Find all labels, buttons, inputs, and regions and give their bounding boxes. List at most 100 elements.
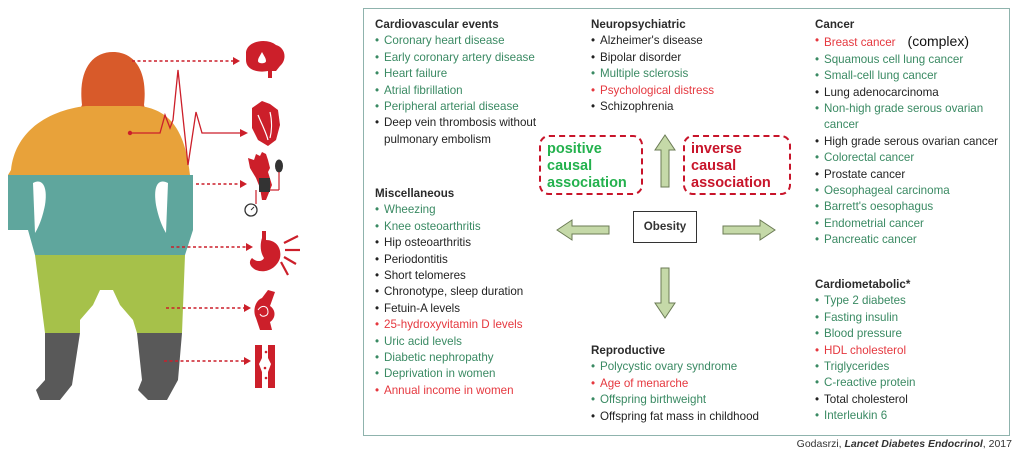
citation: Godasrzi, Lancet Diabetes Endocrinol, 20… <box>797 438 1012 450</box>
outcome-label: Psychological distress <box>600 83 715 97</box>
legend-line: causal <box>691 158 737 174</box>
outcome-item-positive: Small-cell lung cancer <box>815 68 1010 85</box>
legend-line: association <box>547 175 627 191</box>
outcome-label: Endometrial cancer <box>824 216 924 230</box>
outcome-item-none: High grade serous ovarian cancer <box>815 134 1010 151</box>
outcome-item-positive: Heart failure <box>375 66 560 83</box>
outcome-label: Uric acid levels <box>384 334 462 348</box>
outcome-item-positive: Polycystic ovary syndrome <box>591 359 791 376</box>
outcome-item-positive: Interleukin 6 <box>815 408 1005 425</box>
outcome-label: Bipolar disorder <box>600 50 682 64</box>
legend-line: association <box>691 175 771 191</box>
outcome-item-inverse: Annual income in women <box>375 383 565 400</box>
citation-author: Godasrzi, <box>796 438 845 450</box>
outcome-item-positive: Pancreatic cancer <box>815 232 1010 249</box>
outcome-item-inverse: Age of menarche <box>591 376 791 393</box>
outcome-item-positive: Squamous cell lung cancer <box>815 52 1010 69</box>
group-title: Miscellaneous <box>375 187 455 200</box>
outcome-label: Chronotype, sleep duration <box>384 285 524 299</box>
legend-inverse-association: inverse causal association <box>683 135 791 195</box>
group-title: Cancer <box>815 18 855 31</box>
outcome-label: Offspring fat mass in childhood <box>600 409 759 423</box>
outcome-item-positive: Wheezing <box>375 202 565 219</box>
legend-line: inverse <box>691 141 742 157</box>
outcome-item-none: Offspring fat mass in childhood <box>591 409 791 426</box>
outcome-item-none: Total cholesterol <box>815 392 1005 409</box>
outcome-item-none: Deep vein thrombosis without pulmonary e… <box>375 115 560 148</box>
outcome-label: Type 2 diabetes <box>824 294 906 308</box>
blood-pressure-icon <box>244 152 283 217</box>
group-cardiometabolic: Cardiometabolic* Type 2 diabetesFasting … <box>815 277 1005 425</box>
outcome-label: Small-cell lung cancer <box>824 69 938 83</box>
complex-note: (complex) <box>907 33 969 50</box>
outcome-label: 25-hydroxyvitamin D levels <box>384 318 523 332</box>
group-reproductive: Reproductive Polycystic ovary syndromeAg… <box>591 343 791 425</box>
outcome-item-positive: Uric acid levels <box>375 334 565 351</box>
outcome-label: Non-high grade serous ovarian cancer <box>824 102 984 132</box>
outcome-item-none: Fetuin-A levels <box>375 301 565 318</box>
obesity-center-box: Obesity <box>633 211 697 243</box>
group-miscellaneous: Miscellaneous WheezingKnee osteoarthriti… <box>375 186 565 400</box>
outcome-label: Offspring birthweight <box>600 393 707 407</box>
body-thighs <box>35 255 185 333</box>
body-torso <box>8 106 193 175</box>
outcome-label: Coronary heart disease <box>384 34 505 48</box>
outcome-item-none: Short telomeres <box>375 268 565 285</box>
arrow-left-icon <box>556 219 610 241</box>
outcome-item-none: Schizophrenia <box>591 99 791 116</box>
outcome-item-positive: Offspring birthweight <box>591 392 791 409</box>
group-title: Cardiometabolic* <box>815 278 911 291</box>
outcome-label: Knee osteoarthritis <box>384 219 481 233</box>
outcome-item-inverse: Psychological distress <box>591 83 791 100</box>
outcome-label: Fasting insulin <box>824 310 899 324</box>
outcome-item-positive: Type 2 diabetes <box>815 293 1005 310</box>
outcome-item-positive: Barrett's oesophagus <box>815 199 1010 216</box>
outcome-label: High grade serous ovarian cancer <box>824 134 999 148</box>
obesity-body-illustration <box>8 40 300 400</box>
outcome-label: Oesophageal carcinoma <box>824 184 950 198</box>
outcome-label: Breast cancer <box>824 36 896 50</box>
knee-joint-icon <box>254 290 275 330</box>
outcome-item-positive: Multiple sclerosis <box>591 66 791 83</box>
group-cardiovascular: Cardiovascular events Coronary heart dis… <box>375 17 560 148</box>
outcome-label: Triglycerides <box>824 360 890 374</box>
body-belly <box>8 175 193 255</box>
outcome-item-inverse: Breast cancer (complex) <box>815 33 1010 51</box>
outcome-label: Lung adenocarcinoma <box>824 85 939 99</box>
outcome-item-positive: Knee osteoarthritis <box>375 219 565 236</box>
group-cancer: Cancer Breast cancer (complex) Squamous ce… <box>815 17 1010 249</box>
outcome-item-positive: Colorectal cancer <box>815 150 1010 167</box>
outcome-label: Short telomeres <box>384 269 466 283</box>
body-head <box>80 52 145 120</box>
outcome-label: Periodontitis <box>384 252 448 266</box>
outcome-item-none: Periodontitis <box>375 252 565 269</box>
outcome-item-inverse: 25-hydroxyvitamin D levels <box>375 317 565 334</box>
heart-icon <box>252 101 280 146</box>
outcome-label: Hip osteoarthritis <box>384 236 471 250</box>
outcome-label: HDL cholesterol <box>824 343 907 357</box>
outcome-label: Blood pressure <box>824 327 902 341</box>
outcome-item-positive: Deprivation in women <box>375 366 565 383</box>
outcome-label: Annual income in women <box>384 383 514 397</box>
arrow-right-icon <box>722 219 776 241</box>
arrow-down-icon <box>654 267 676 319</box>
brain-icon <box>246 40 285 78</box>
outcome-item-positive: Blood pressure <box>815 326 1005 343</box>
outcome-item-positive: Fasting insulin <box>815 310 1005 327</box>
outcome-label: Schizophrenia <box>600 100 674 114</box>
citation-journal: Lancet Diabetes Endocrinol <box>844 438 983 450</box>
outcome-item-none: Lung adenocarcinoma <box>815 85 1010 102</box>
outcome-label: Total cholesterol <box>824 392 908 406</box>
outcome-item-positive: Early coronary artery disease <box>375 50 560 67</box>
outcome-item-positive: Oesophageal carcinoma <box>815 183 1010 200</box>
body-legs <box>36 333 182 400</box>
outcome-label: Alzheimer's disease <box>600 34 703 48</box>
stomach-icon <box>249 231 300 276</box>
arrow-up-icon <box>654 134 676 188</box>
outcome-item-none: Hip osteoarthritis <box>375 235 565 252</box>
outcome-label: Atrial fibrillation <box>384 83 463 97</box>
outcome-label: Age of menarche <box>600 376 689 390</box>
ecg-line <box>130 69 240 166</box>
outcome-item-positive: Peripheral arterial disease <box>375 99 560 116</box>
outcome-label: Pancreatic cancer <box>824 233 917 247</box>
